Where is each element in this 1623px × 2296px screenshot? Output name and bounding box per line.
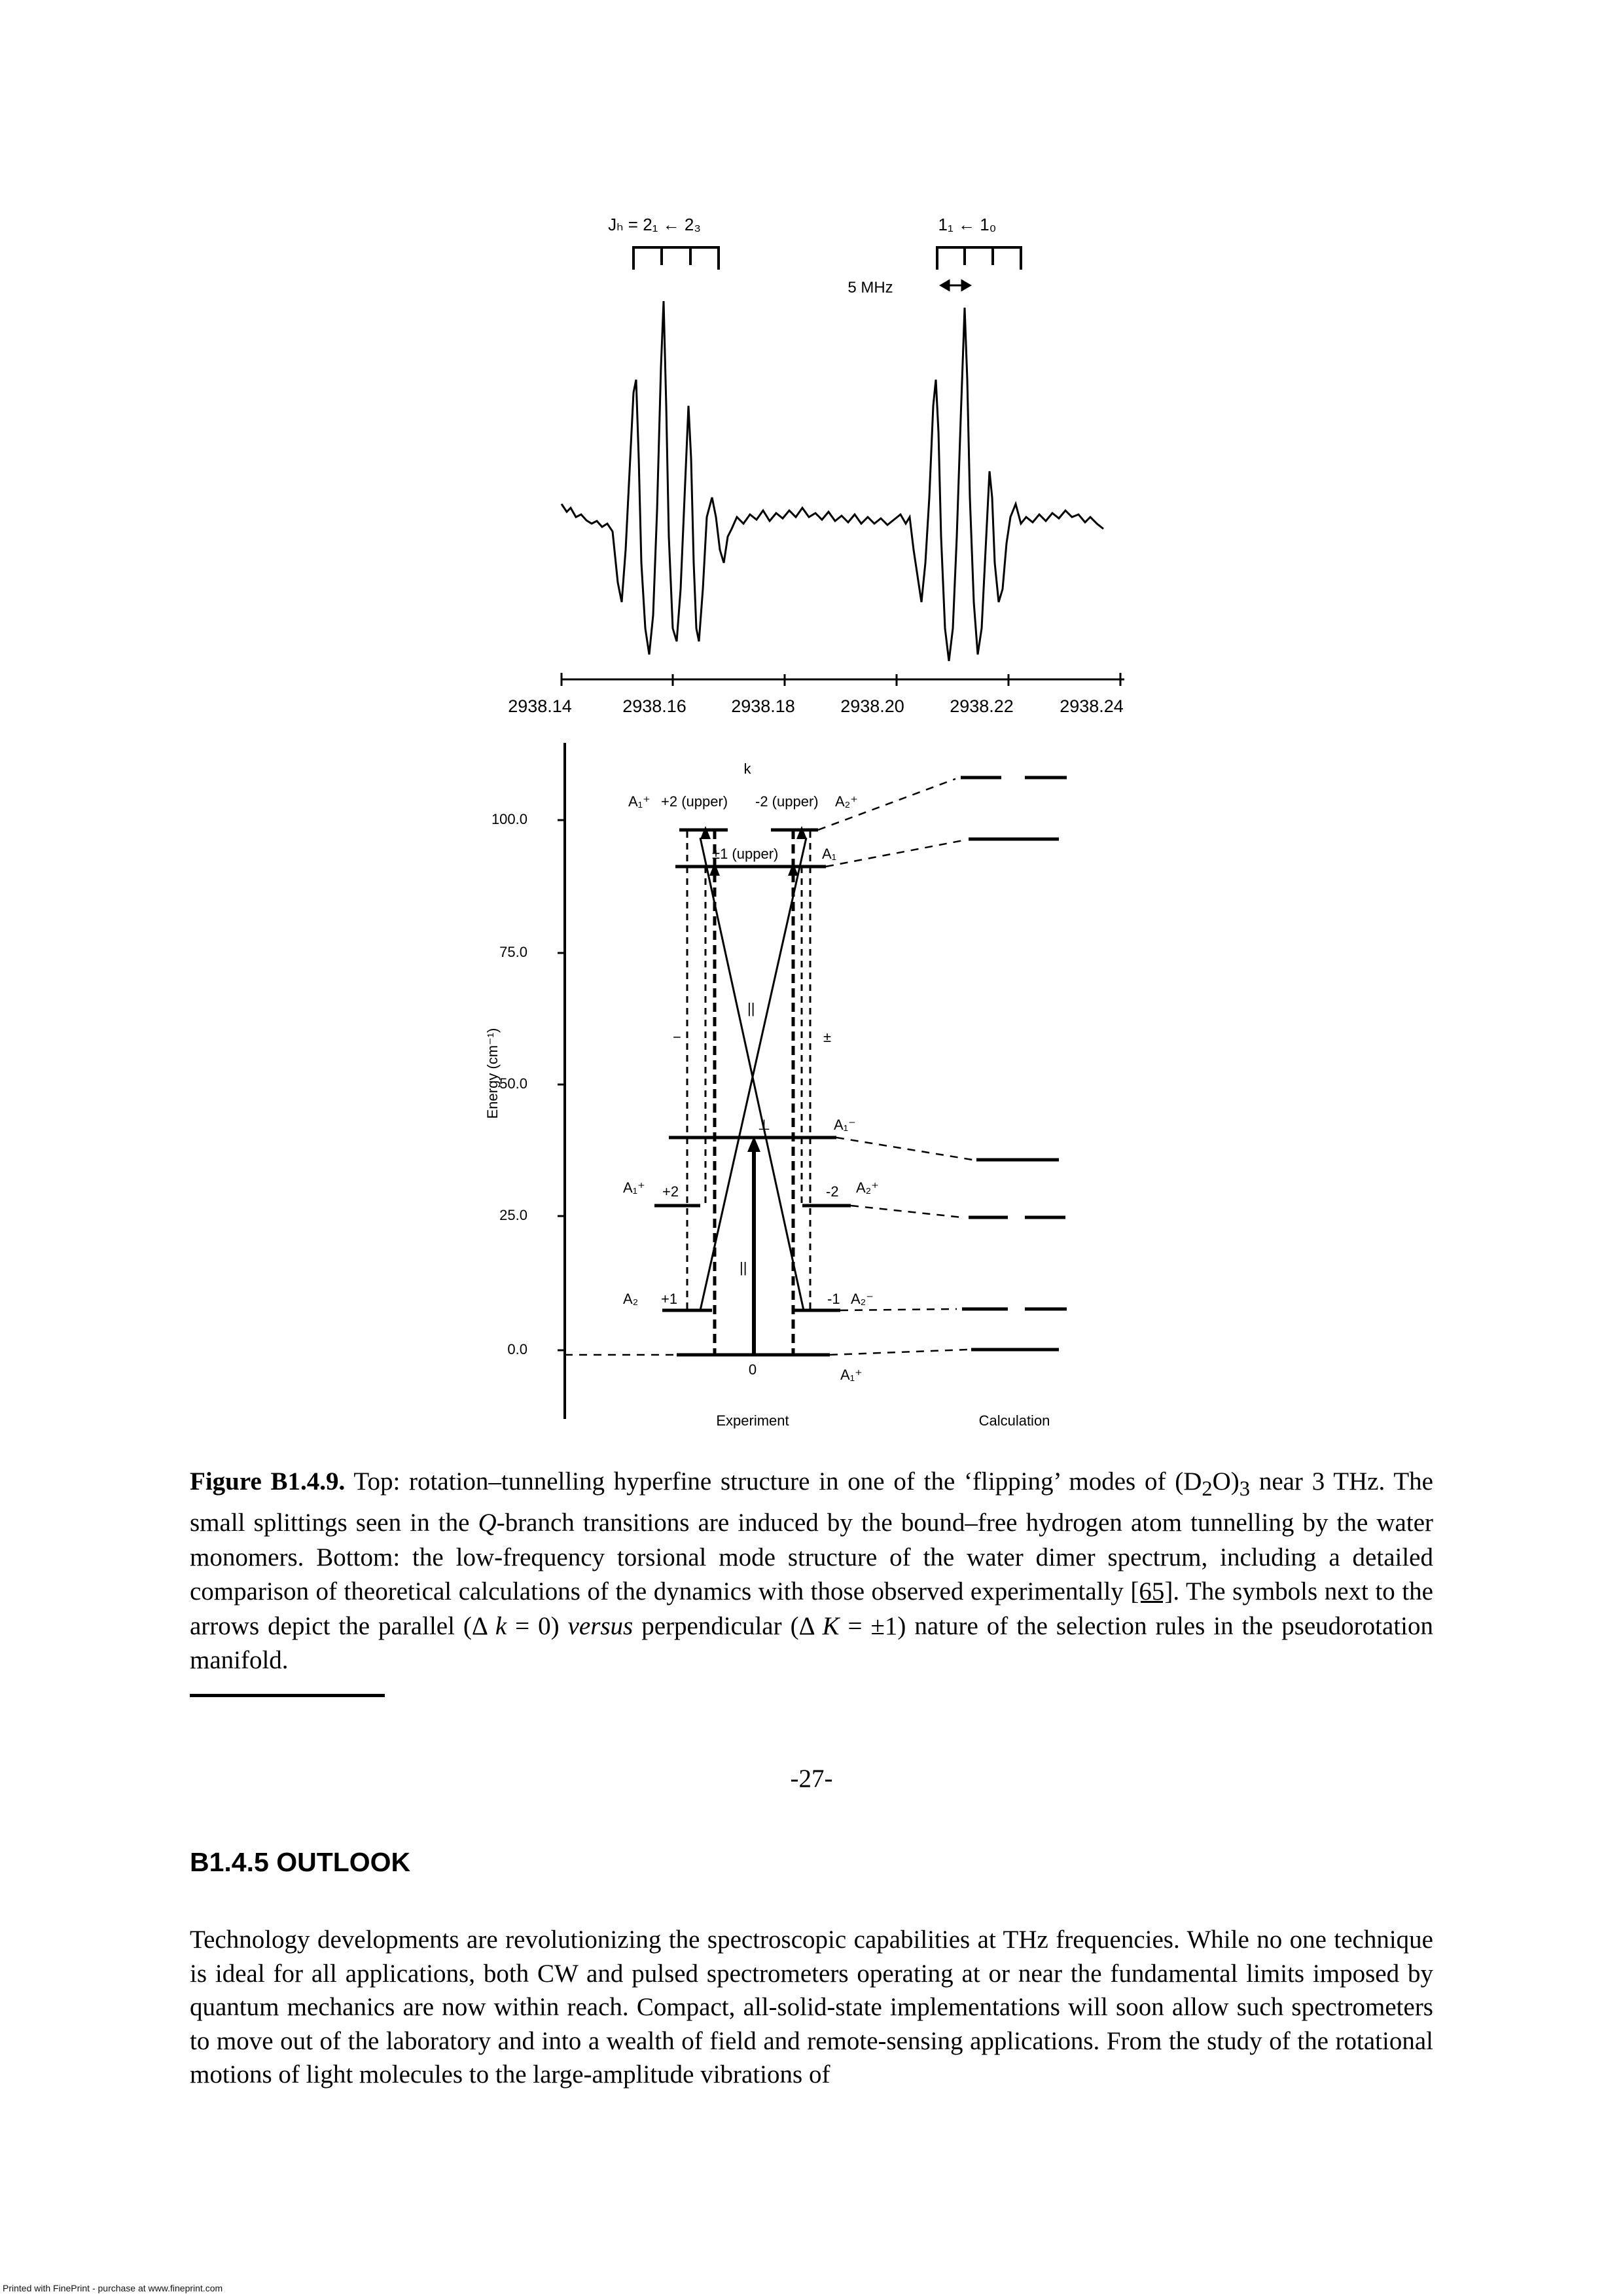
- label-plus2-upper: +2 (upper): [661, 793, 728, 810]
- label-plus1: +1: [661, 1291, 677, 1307]
- label-left-A2: A₂: [623, 1291, 638, 1307]
- label-k: k: [744, 761, 752, 777]
- correlation-lines: [565, 778, 973, 1356]
- right-hyperfine-comb: [936, 246, 1022, 270]
- caption-text-8: = ±1) nature of the selection rules in t…: [190, 1611, 1433, 1675]
- tick-2938-18: 2938.18: [731, 696, 795, 716]
- caption-text-5: . The symbols next to the arrows depict …: [190, 1577, 1433, 1640]
- calculation-label: Calculation: [979, 1412, 1050, 1429]
- caption-text-6: = 0): [507, 1611, 568, 1640]
- label-minus1: -1: [827, 1291, 840, 1307]
- caption-text-1: Top: rotation–tunnelling hyperfine struc…: [345, 1467, 1202, 1496]
- caption-sub-2: 3: [1239, 1477, 1251, 1501]
- caption-text-3: near 3 THz. The small splittings seen in…: [190, 1467, 1433, 1537]
- top-panel: Jₕ = 2₁ ← 2₃ 1₁ ← 1₀ 5 MHz: [508, 215, 1124, 716]
- caption-text-7: perpendicular (Δ: [633, 1611, 823, 1640]
- label-left-A1: A₁⁺: [623, 1179, 645, 1196]
- crossing-lines: [699, 837, 808, 1311]
- energy-axis-ticks: [558, 819, 565, 1352]
- caption-rule: [190, 1694, 385, 1697]
- caption-text-4: -branch transitions are induced by the b…: [190, 1509, 1433, 1606]
- scale-arrow: [939, 279, 972, 292]
- tick-2938-24: 2938.24: [1060, 696, 1124, 716]
- tick-2938-14: 2938.14: [508, 696, 572, 716]
- label-pm1-upper: ±1 (upper): [712, 846, 778, 862]
- frequency-axis: [560, 673, 1124, 686]
- caption-sub-1: 2: [1202, 1477, 1213, 1501]
- ytick-75: 75.0: [499, 944, 527, 960]
- label-right-A2b: A₂⁻: [851, 1291, 874, 1307]
- ytick-100: 100.0: [491, 811, 527, 827]
- label-perp: ⊥: [758, 1117, 770, 1133]
- label-upper-A2: A₂⁺: [835, 793, 858, 810]
- ytick-25: 25.0: [499, 1207, 527, 1223]
- section-heading: B1.4.5 OUTLOOK: [190, 1847, 411, 1877]
- page-number: -27-: [790, 1765, 833, 1793]
- heavy-transition-lines: [713, 830, 795, 1355]
- central-arrowhead: [747, 1136, 760, 1152]
- label-minus2-upper: -2 (upper): [755, 793, 819, 810]
- label-plus2: +2: [662, 1183, 679, 1200]
- transition-lines: [686, 831, 812, 1310]
- upper-arrowheads: [700, 826, 807, 876]
- left-transition-label: Jₕ = 2₁ ← 2₃: [608, 215, 701, 234]
- caption-K: K: [822, 1611, 840, 1640]
- calculation-levels: [961, 776, 1067, 1352]
- right-transition-label: 1₁ ← 1₀: [938, 215, 997, 234]
- label-A1-right: A₁: [822, 846, 836, 862]
- figure-b1-4-9: Jₕ = 2₁ ← 2₃ 1₁ ← 1₀ 5 MHz: [484, 215, 1124, 1429]
- tick-2938-16: 2938.16: [622, 696, 687, 716]
- caption-label: Figure B1.4.9.: [190, 1467, 346, 1496]
- label-parallel-upper: ||: [747, 1000, 755, 1016]
- figure-caption: Figure B1.4.9. Top: rotation–tunnelling …: [190, 1465, 1433, 1678]
- label-bottom-A1: A₁⁺: [840, 1367, 863, 1383]
- ytick-0: 0.0: [507, 1341, 527, 1357]
- tick-2938-22: 2938.22: [950, 696, 1014, 716]
- ytick-50: 50.0: [499, 1075, 527, 1092]
- section-body: Technology developments are revolutioniz…: [190, 1926, 1433, 2089]
- experiment-label: Experiment: [716, 1412, 789, 1429]
- label-minus-left: −: [673, 1029, 681, 1045]
- caption-versus: versus: [567, 1611, 633, 1640]
- spectrum-trace: [560, 300, 1104, 662]
- tick-2938-20: 2938.20: [840, 696, 904, 716]
- label-mid-A1: A₁⁻: [834, 1117, 856, 1133]
- label-zero: 0: [749, 1361, 757, 1378]
- caption-text-2: O): [1212, 1467, 1240, 1496]
- label-parallel-lower: ||: [740, 1259, 747, 1276]
- label-upper-A1: A₁⁺: [628, 793, 651, 810]
- left-hyperfine-comb: [632, 246, 720, 270]
- print-footer: Printed with FinePrint - purchase at www…: [3, 2283, 223, 2293]
- bottom-panel: [558, 743, 1067, 1419]
- caption-k: k: [495, 1611, 507, 1640]
- caption-q: Q: [478, 1509, 497, 1537]
- label-minus2: -2: [826, 1183, 839, 1200]
- reference-link-65[interactable]: [65]: [1130, 1577, 1173, 1606]
- label-right-A2: A₂⁺: [856, 1179, 879, 1196]
- energy-axis-label: Energy (cm⁻¹): [484, 1028, 501, 1119]
- label-pm-right: ±: [823, 1029, 831, 1045]
- scale-label: 5 MHz: [847, 279, 893, 296]
